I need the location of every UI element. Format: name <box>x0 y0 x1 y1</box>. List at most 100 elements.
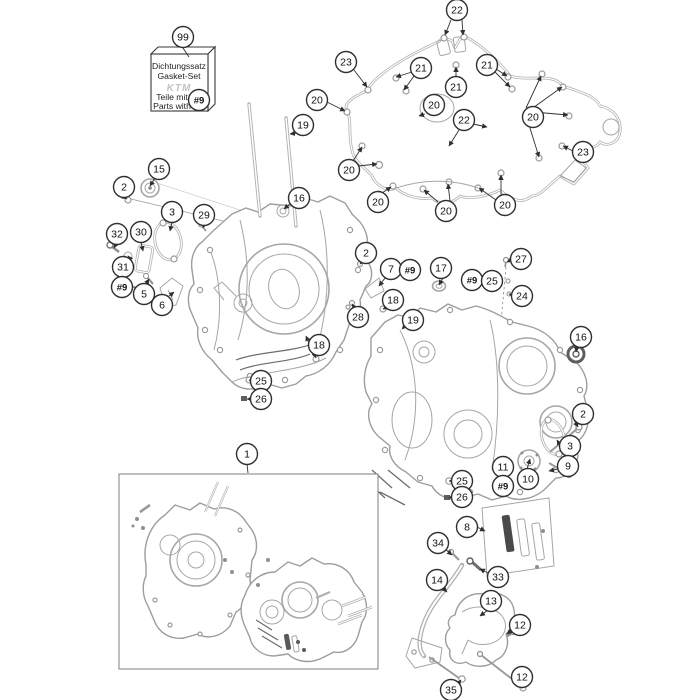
callout-32: 32 <box>105 222 129 246</box>
callout-label: 11 <box>498 462 509 474</box>
callout-circle <box>129 220 153 244</box>
callout-18: 18 <box>307 333 331 357</box>
callout-label: 17 <box>435 263 447 275</box>
callout-circle <box>439 678 463 700</box>
leader-line <box>525 75 542 109</box>
leader-line <box>351 303 357 310</box>
callout-label: 20 <box>440 206 452 218</box>
callout-circle <box>105 222 129 246</box>
leader-line <box>459 19 466 36</box>
parts-with-text-de: Teile mit <box>156 92 188 102</box>
callout-20: 20 <box>493 193 517 217</box>
callout-label: 25 <box>255 376 267 388</box>
bottom-right-parts-drawing <box>405 548 527 692</box>
callout-15: 15 <box>147 157 171 181</box>
callout-label: #9 <box>498 482 509 493</box>
callout-circle <box>493 193 517 217</box>
leader-line <box>149 177 156 187</box>
parts-with-text-en: Parts with <box>153 101 191 111</box>
gasket-panel-drawing <box>481 497 555 577</box>
callout-3: 3 <box>160 200 184 224</box>
callout-16: 16 <box>287 186 311 210</box>
leader-line <box>168 291 175 298</box>
badge-9-label: #9 <box>194 96 205 107</box>
callout-circle <box>334 50 358 74</box>
callout-circle <box>422 93 446 117</box>
callout-circle <box>571 140 595 164</box>
callout-label: 22 <box>458 115 470 127</box>
callout-31: 31 <box>111 255 135 279</box>
callout-circle <box>479 589 503 613</box>
callout-8: 8 <box>455 515 479 539</box>
callout-label: 25 <box>486 276 498 288</box>
leader-line <box>381 186 392 194</box>
leader-line <box>139 241 145 252</box>
callout-label: 31 <box>117 262 129 274</box>
callout-circle <box>354 241 378 265</box>
callout-label: 9 <box>565 461 571 473</box>
callout-circle <box>192 203 216 227</box>
callout-label: 12 <box>516 672 528 684</box>
callout-circle <box>291 113 315 137</box>
leader-line <box>525 458 532 470</box>
callout-1: 1 <box>235 442 259 466</box>
leader-line <box>423 189 439 203</box>
callout-label: 2 <box>121 182 127 194</box>
callout-13: 13 <box>479 589 503 613</box>
badge-9-circle <box>187 88 211 112</box>
callout-circle <box>401 308 425 332</box>
callout-20: 20 <box>521 105 545 129</box>
callout-label: 99 <box>177 32 189 44</box>
callout-label: 6 <box>159 300 165 312</box>
callout-label: 26 <box>255 394 267 406</box>
callout-circle <box>171 25 195 49</box>
callout-circle <box>381 288 405 312</box>
leader-line <box>562 145 574 152</box>
callout-label: 32 <box>111 229 123 241</box>
callout-label: 16 <box>293 193 305 205</box>
callout-12: 12 <box>508 613 532 637</box>
callout-circle <box>486 565 510 589</box>
callout-20: 20 <box>422 93 446 117</box>
callout-circle <box>434 199 458 223</box>
leader-line <box>246 463 249 474</box>
gasket-set-box: Dichtungssatz Gasket-Set KTM Teile mit P… <box>149 45 217 113</box>
leader-line <box>448 129 460 147</box>
callout-label: 1 <box>244 449 250 461</box>
callout-circle <box>132 282 156 306</box>
callout-label: 20 <box>428 100 440 112</box>
callout-label: 33 <box>492 572 504 584</box>
leader-line <box>418 111 426 117</box>
callout-35: 35 <box>439 678 463 700</box>
leader-line <box>479 568 489 574</box>
callout-label: #9 <box>467 276 478 287</box>
callout-27: 27 <box>509 247 533 271</box>
callout-label: 35 <box>445 685 457 697</box>
callout-circle <box>147 157 171 181</box>
callout-2: 2 <box>112 175 136 199</box>
callout-circle <box>571 402 595 426</box>
callout-9: 9 <box>556 454 580 478</box>
callout-20: 20 <box>366 190 390 214</box>
callout-no9: #9 <box>460 268 484 292</box>
callout-circle <box>445 0 469 22</box>
left-small-parts-drawing <box>106 178 290 308</box>
callout-21: 21 <box>475 53 499 77</box>
callout-33: 33 <box>486 565 510 589</box>
callout-circle <box>475 53 499 77</box>
callout-circle <box>452 108 476 132</box>
callout-label: 28 <box>352 312 364 324</box>
callout-circle <box>287 186 311 210</box>
callout-label: 30 <box>135 227 147 239</box>
leader-line <box>444 19 452 36</box>
callout-label: 23 <box>577 147 589 159</box>
callout-label: 20 <box>343 165 355 177</box>
callout-label: 14 <box>431 575 443 587</box>
callout-22: 22 <box>452 108 476 132</box>
leader-line <box>353 69 368 88</box>
callout-circle <box>444 75 468 99</box>
callout-circle <box>112 175 136 199</box>
callout-circle <box>455 515 479 539</box>
